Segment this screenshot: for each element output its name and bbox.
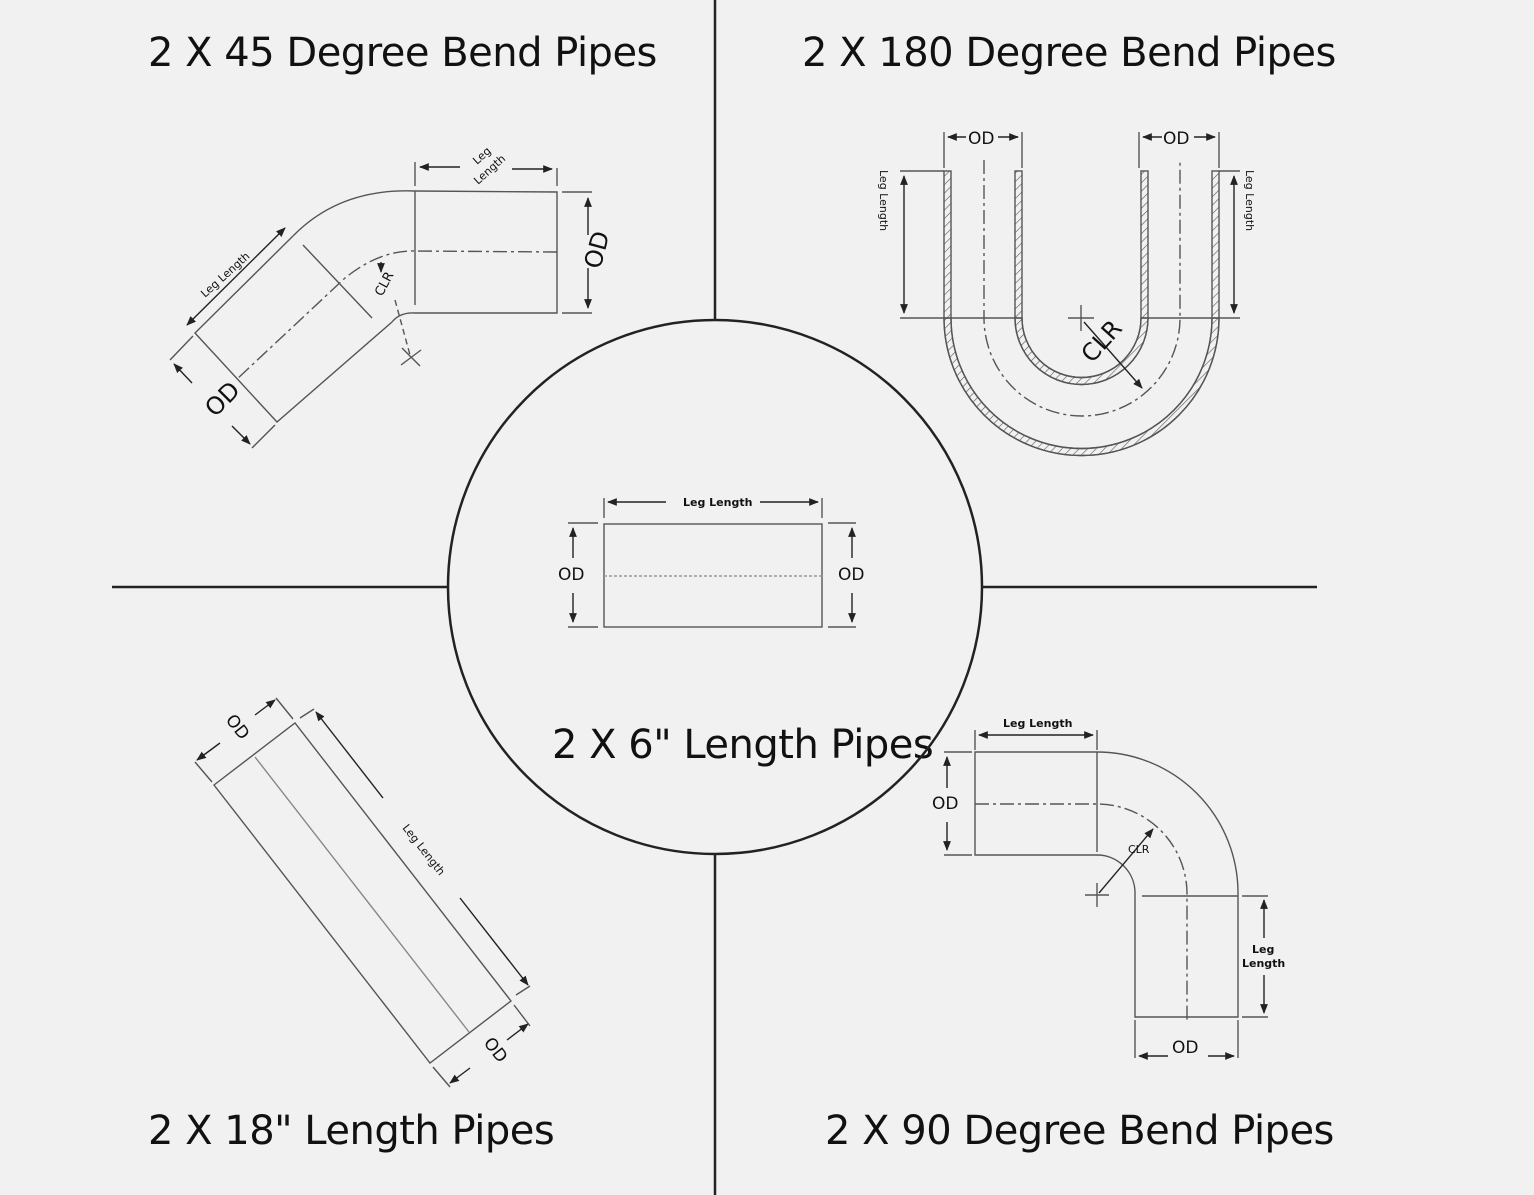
labels-18in-straight: OD OD Leg Length — [221, 711, 511, 1067]
label-clr: CLR — [372, 269, 397, 298]
label-od: OD — [968, 129, 994, 149]
label-od: OD — [479, 1034, 511, 1067]
title-180-degree-bend: 2 X 180 Degree Bend Pipes — [802, 30, 1336, 76]
label-clr: CLR — [1128, 843, 1150, 856]
label-leg-length: Leg Length — [1243, 170, 1256, 231]
label-od: OD — [558, 565, 584, 585]
labels-180-degree-bend: OD OD Leg Length Leg Length CLR — [877, 129, 1256, 368]
title-6in-length: 2 X 6" Length Pipes — [552, 722, 934, 768]
label-od: OD — [579, 228, 616, 271]
labels-6in-straight: Leg Length OD OD — [558, 496, 864, 585]
quadrant-dividers — [112, 0, 1317, 1195]
title-45-degree-bend: 2 X 45 Degree Bend Pipes — [148, 30, 657, 76]
diagram-18in-straight — [194, 697, 531, 1088]
label-od: OD — [1172, 1038, 1198, 1058]
label-leg-length: Leg Length — [198, 250, 252, 301]
label-leg-length: Leg Length — [683, 496, 752, 509]
label-leg-length: Leg Length — [877, 170, 890, 231]
label-leg: Leg — [1252, 943, 1274, 956]
labels-90-degree-bend: Leg Length OD CLR Leg Length OD — [932, 717, 1285, 1058]
label-length: Length — [1242, 957, 1285, 970]
title-18in-length: 2 X 18" Length Pipes — [148, 1108, 555, 1154]
labels-45-degree-bend: OD OD Leg Length Leg Length CLR — [198, 144, 615, 422]
label-od: OD — [838, 565, 864, 585]
label-clr: CLR — [1076, 314, 1128, 368]
label-od: OD — [1163, 129, 1189, 149]
label-leg-length: Leg Length — [1003, 717, 1072, 730]
diagram-6in-straight — [568, 498, 856, 628]
label-leg-length: Leg Length — [400, 822, 448, 878]
title-90-degree-bend: 2 X 90 Degree Bend Pipes — [825, 1108, 1334, 1154]
diagram-45-degree-bend — [169, 162, 592, 449]
label-od: OD — [932, 794, 958, 814]
diagram-180-degree-bend — [900, 132, 1240, 457]
diagram-90-degree-bend — [943, 730, 1268, 1060]
label-od: OD — [199, 376, 245, 422]
label-od: OD — [221, 711, 253, 744]
